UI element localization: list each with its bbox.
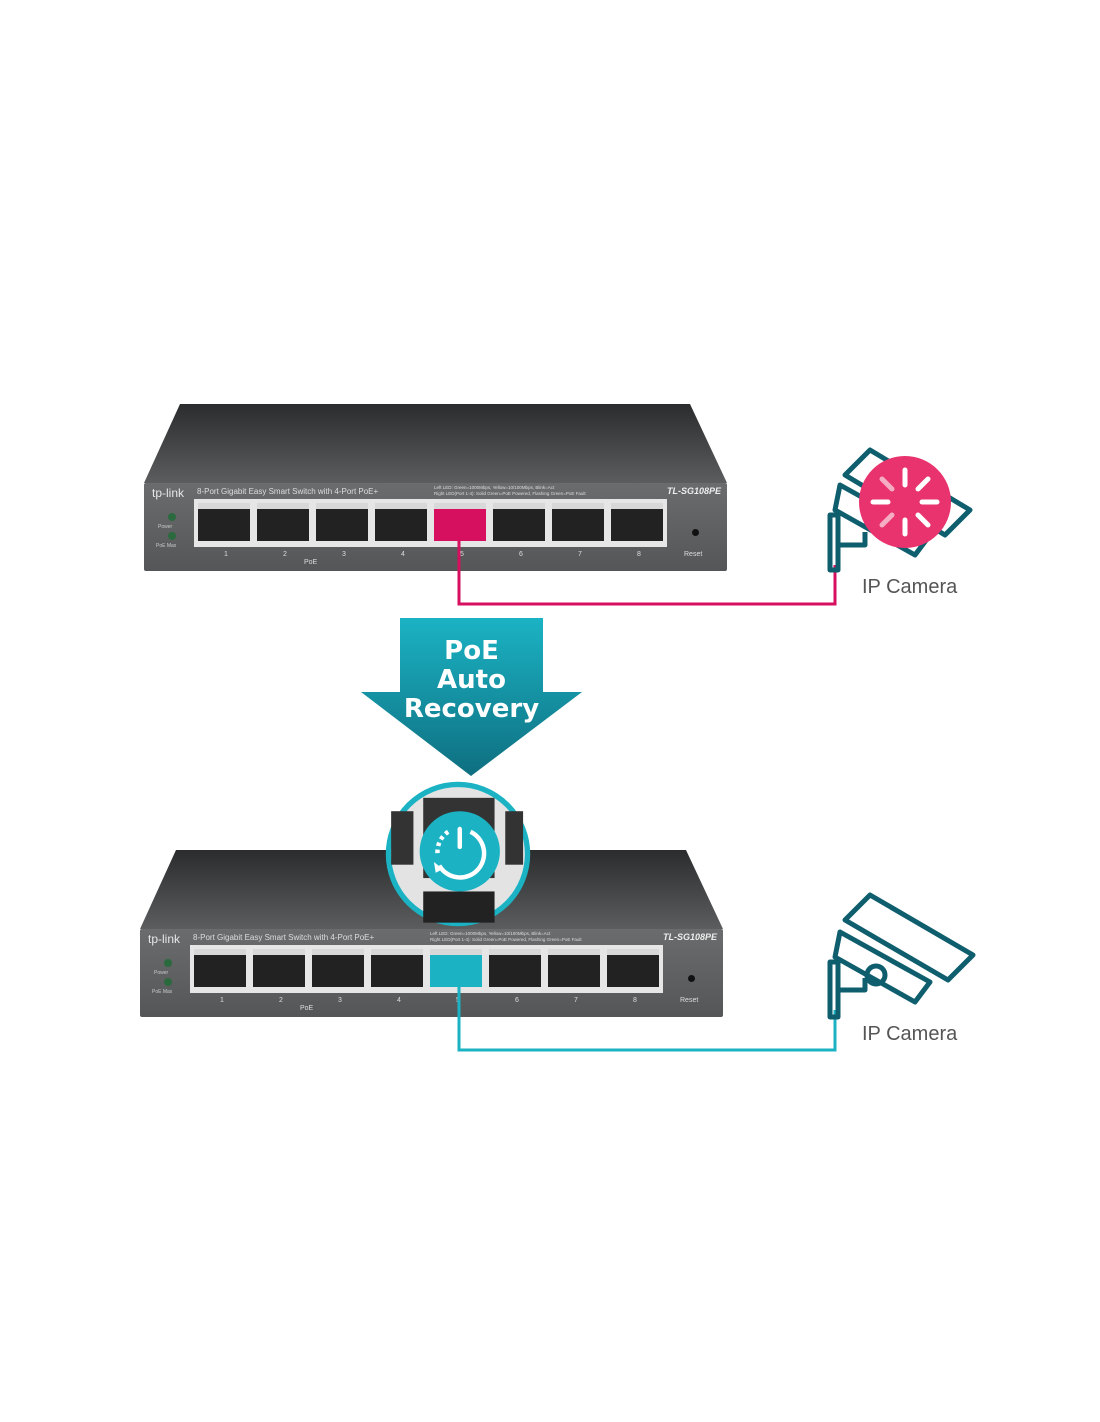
- brand-logo: tp-link: [148, 932, 181, 946]
- port-number: 3: [338, 997, 342, 1004]
- ethernet-port-5[interactable]: [430, 949, 482, 987]
- ip-camera-icon: [827, 892, 976, 1020]
- port-number: 6: [515, 997, 519, 1004]
- ethernet-port-4[interactable]: [371, 949, 423, 987]
- brand-logo: tp-link: [152, 486, 185, 500]
- port-number: 4: [397, 997, 401, 1004]
- ethernet-port-5[interactable]: [434, 503, 486, 541]
- magnifier-recovery-icon: [385, 781, 531, 927]
- port-number: 8: [637, 551, 641, 558]
- ethernet-port-1[interactable]: [194, 949, 246, 987]
- port-number: 7: [578, 551, 582, 558]
- switch-front-panel: tp-link 8-Port Gigabit Easy Smart Switch…: [140, 929, 723, 1017]
- port-number: 6: [519, 551, 523, 558]
- ethernet-port-6[interactable]: [489, 949, 541, 987]
- led-info: Left LED: Green=1000Mbps, Yellow=10/100M…: [434, 485, 586, 497]
- reset-button[interactable]: [692, 529, 699, 536]
- model-name: TL-SG108PE: [662, 932, 717, 942]
- arrow-line: PoE: [444, 636, 499, 666]
- ethernet-port-8[interactable]: [607, 949, 659, 987]
- arrow-line: Auto: [437, 665, 506, 695]
- switch-top-face: [144, 404, 727, 483]
- ethernet-port-6[interactable]: [493, 503, 545, 541]
- port-bar: [190, 945, 663, 993]
- power-label: Power: [154, 970, 169, 976]
- led-info-line: Right LED(Port 1-4): Solid Green=PoE Pow…: [434, 491, 586, 496]
- camera-label-top: IP Camera: [862, 576, 958, 598]
- ethernet-port-4[interactable]: [375, 503, 427, 541]
- port-number: 1: [220, 997, 224, 1004]
- poe-max-led: [168, 532, 176, 540]
- led-info-line: Left LED: Green=1000Mbps, Yellow=10/100M…: [434, 485, 555, 490]
- port-number: 8: [633, 997, 637, 1004]
- port-number: 3: [342, 551, 346, 558]
- reset-label: Reset: [684, 551, 703, 558]
- reset-label: Reset: [680, 997, 699, 1004]
- poe-label: PoE: [304, 559, 318, 566]
- switch-description: 8-Port Gigabit Easy Smart Switch with 4-…: [197, 487, 379, 496]
- poe-label: PoE: [300, 1005, 314, 1012]
- port-number: 7: [574, 997, 578, 1004]
- power-led: [164, 959, 172, 967]
- ethernet-port-7[interactable]: [552, 503, 604, 541]
- ethernet-port-7[interactable]: [548, 949, 600, 987]
- recovered-cable-line: [457, 985, 837, 1052]
- loading-spinner-icon: [870, 467, 940, 537]
- ethernet-port-3[interactable]: [312, 949, 364, 987]
- poe-max-label: PoE Max: [156, 543, 177, 549]
- switch-top: tp-link 8-Port Gigabit Easy Smart Switch…: [140, 404, 730, 574]
- model-name: TL-SG108PE: [666, 486, 721, 496]
- arrow-text: PoE Auto Recovery: [400, 637, 543, 724]
- port-number: 2: [279, 997, 283, 1004]
- ethernet-port-1[interactable]: [198, 503, 250, 541]
- led-info-line: Left LED: Green=1000Mbps, Yellow=10/100M…: [430, 931, 551, 936]
- down-arrow: [361, 618, 582, 776]
- switch-front-panel: tp-link 8-Port Gigabit Easy Smart Switch…: [144, 483, 727, 571]
- poe-max-led: [164, 978, 172, 986]
- ethernet-port-8[interactable]: [611, 503, 663, 541]
- port-number: 2: [283, 551, 287, 558]
- switch-description: 8-Port Gigabit Easy Smart Switch with 4-…: [193, 933, 375, 942]
- reset-button[interactable]: [688, 975, 695, 982]
- ethernet-port-2[interactable]: [253, 949, 305, 987]
- port-number: 1: [224, 551, 228, 558]
- ip-camera-icon: [827, 447, 973, 573]
- led-info-line: Right LED(Port 1-4): Solid Green=PoE Pow…: [430, 937, 582, 942]
- port-number: 5: [460, 551, 464, 558]
- switch-bottom: tp-link 8-Port Gigabit Easy Smart Switch…: [136, 850, 726, 1020]
- port-bar: [194, 499, 667, 547]
- camera-label-bottom: IP Camera: [862, 1023, 958, 1045]
- power-led: [168, 513, 176, 521]
- arrow-line: Recovery: [403, 694, 540, 724]
- ethernet-port-2[interactable]: [257, 503, 309, 541]
- power-label: Power: [158, 524, 173, 530]
- led-info: Left LED: Green=1000Mbps, Yellow=10/100M…: [430, 931, 582, 943]
- ethernet-port-3[interactable]: [316, 503, 368, 541]
- port-number: 4: [401, 551, 405, 558]
- poe-max-label: PoE Max: [152, 989, 173, 995]
